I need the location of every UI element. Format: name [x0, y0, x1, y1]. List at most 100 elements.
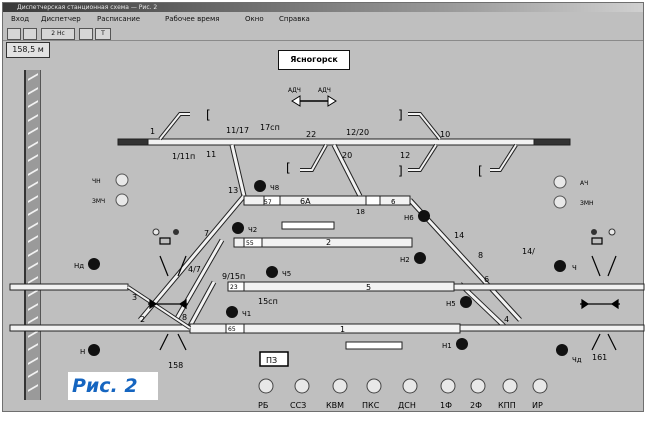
section-13: 13 — [228, 186, 238, 195]
signal-lamp-n6[interactable] — [418, 210, 430, 222]
section-14-b: 14/ — [522, 247, 535, 256]
station-name: Ясногорск — [278, 50, 350, 70]
label-zmn: ЗМН — [580, 200, 594, 207]
label-ch: Ч — [572, 264, 577, 272]
menu-item-help[interactable]: Справка — [279, 15, 310, 23]
section-3: 3 — [132, 293, 137, 302]
section-2: 2 — [140, 315, 145, 324]
left-ruler[interactable] — [24, 70, 41, 400]
ir-button[interactable] — [532, 378, 548, 394]
track-5[interactable] — [227, 281, 455, 292]
signal-lamp-ch1[interactable] — [226, 306, 238, 318]
toolbar-button-4[interactable] — [79, 28, 93, 40]
section-6: 6 — [484, 275, 489, 284]
window-title: Диспетчерская станционная схема — Рис. 2 — [17, 4, 158, 11]
label-ch5: Ч5 — [282, 270, 291, 278]
menu-item-login[interactable]: Вход — [11, 15, 30, 23]
signal-labels: Ч8 Ч2 Ч5 Ч1 Н6 Н2 Н5 Н1 Нд Н Ч Чд ЧН ЗМЧ… — [74, 178, 594, 364]
label-n6: Н6 — [404, 214, 414, 222]
label-chn: ЧН — [92, 178, 101, 185]
track-6a[interactable] — [243, 195, 411, 206]
rb-label: РБ — [258, 401, 268, 410]
station-tracks — [189, 195, 461, 350]
signal-lamp-ch5[interactable] — [266, 266, 278, 278]
dsn-label: ДСН — [398, 401, 416, 410]
label-ch2: Ч2 — [248, 226, 257, 234]
svg-text:]: ] — [398, 164, 403, 178]
menu-item-schedule[interactable]: Расписание — [97, 15, 141, 23]
track-number-6a: 6А — [300, 197, 311, 206]
indicator-lamp-chn[interactable] — [115, 173, 129, 187]
ssz-button[interactable] — [294, 378, 310, 394]
title-bar: Диспетчерская станционная схема — Рис. 2 — [3, 3, 643, 12]
label-n2: Н2 — [400, 256, 410, 264]
dsn-button[interactable] — [402, 378, 418, 394]
signal-lamp-chd[interactable] — [556, 344, 568, 356]
pz-box[interactable] — [259, 351, 289, 367]
menu-item-dispatcher[interactable]: Диспетчер — [41, 15, 81, 23]
label-ach: АЧ — [580, 180, 588, 187]
figure-caption: Рис. 2 — [68, 372, 158, 400]
track-2[interactable] — [233, 237, 413, 248]
kpp-button[interactable] — [502, 378, 518, 394]
section-20: 20 — [342, 151, 352, 160]
2f-button[interactable] — [470, 378, 486, 394]
kvm-label: КВМ — [326, 401, 344, 410]
label-zmch: ЗМЧ — [92, 198, 105, 205]
signal-lamp-n1[interactable] — [456, 338, 468, 350]
kvm-button[interactable] — [332, 378, 348, 394]
1f-button[interactable] — [440, 378, 456, 394]
scale-readout: 158,5 м — [6, 42, 50, 58]
label-ch1: Ч1 — [242, 310, 251, 318]
control-panel: РБ ССЗ КВМ ПКС ДСН 1Ф 2Ф КПП ИР — [258, 378, 548, 410]
signal-lamp-n5[interactable] — [460, 296, 472, 308]
indicator-lamp-zmn[interactable] — [553, 195, 567, 209]
2f-label: 2Ф — [470, 401, 482, 410]
toolbar: 2 Нс Т — [3, 26, 643, 41]
menu-item-window[interactable]: Окно — [245, 15, 264, 23]
signal-lamp-ch[interactable] — [554, 260, 566, 272]
toolbar-button-1[interactable] — [7, 28, 21, 40]
direction-right-label: АДЧ — [318, 87, 331, 94]
section-65: 65 — [228, 326, 236, 333]
approach-tracks — [9, 283, 645, 332]
signal-lamp-n2[interactable] — [414, 252, 426, 264]
signal-lamp-ch2[interactable] — [232, 222, 244, 234]
svg-text:[: [ — [478, 164, 483, 178]
1f-label: 1Ф — [440, 401, 452, 410]
toolbar-button-5[interactable]: Т — [95, 28, 111, 40]
section-1-11n: 1/11п — [172, 152, 195, 161]
section-4: 4 — [504, 315, 509, 324]
signal-lamp-n[interactable] — [88, 344, 100, 356]
label-n5: Н5 — [446, 300, 456, 308]
toolbar-button-3[interactable]: 2 Нс — [41, 28, 75, 40]
label-n1: Н1 — [442, 342, 452, 350]
label-chd: Чд — [572, 356, 582, 364]
pks-button[interactable] — [366, 378, 382, 394]
section-18: 18 — [356, 208, 365, 216]
svg-text:[: [ — [286, 161, 291, 175]
main-track-top: [ ] [ ] [ — [117, 108, 571, 178]
label-n: Н — [80, 348, 85, 356]
ir-label: ИР — [532, 401, 543, 410]
section-17cn: 17сп — [260, 123, 280, 132]
indicator-lamp-zmch[interactable] — [115, 193, 129, 207]
rb-button[interactable] — [258, 378, 274, 394]
section-57: 57 — [264, 199, 272, 206]
track-number-5: 5 — [366, 283, 371, 292]
track-number-1: 1 — [340, 325, 345, 334]
signal-lamp-ch8[interactable] — [254, 180, 266, 192]
section-10: 10 — [440, 130, 450, 139]
signal-lamp-nd[interactable] — [88, 258, 100, 270]
section-9-15n: 9/15п — [222, 272, 245, 281]
section-15cn: 15сп — [258, 297, 278, 306]
section-55: 55 — [246, 240, 254, 247]
section-4-7: 4/7 — [188, 265, 201, 274]
indicator-lamp-ach[interactable] — [553, 175, 567, 189]
level-crossings — [148, 237, 620, 351]
menu-item-worktime[interactable]: Рабочее время — [165, 15, 220, 23]
toolbar-button-2[interactable] — [23, 28, 37, 40]
signals — [88, 173, 616, 356]
